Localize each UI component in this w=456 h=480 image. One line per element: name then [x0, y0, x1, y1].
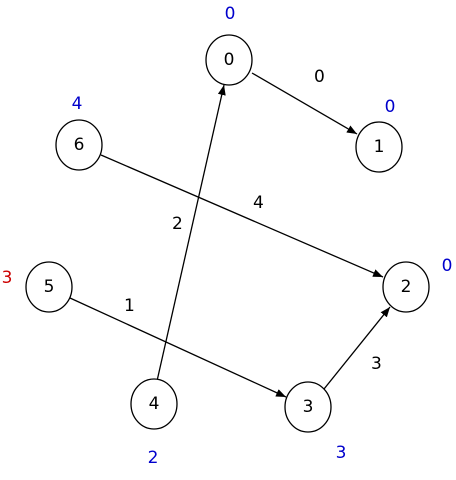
edge-weight-0-1: 0 [314, 67, 325, 87]
node-2-distance: 0 [442, 256, 453, 276]
node-3: 3 [284, 381, 332, 433]
edge-weight-4-0: 2 [172, 214, 183, 234]
node-6: 6 [55, 119, 103, 171]
node-5: 5 [25, 261, 73, 313]
nodes: 0 1 2 3 4 5 6 [25, 34, 430, 433]
node-5-circle [25, 261, 73, 313]
node-6-circle [55, 119, 103, 171]
node-0: 0 [205, 34, 253, 86]
node-3-distance: 3 [336, 443, 347, 463]
node-5-distance: 3 [2, 268, 13, 288]
node-3-circle [284, 381, 332, 433]
node-4: 4 [130, 378, 178, 430]
node-2-label: 2 [401, 277, 412, 297]
node-4-label: 4 [149, 394, 160, 414]
distance-labels: 0 0 0 3 2 3 4 [2, 4, 453, 468]
node-2: 2 [382, 261, 430, 313]
edge-3-2 [323, 306, 391, 390]
edge-weight-labels: 0 4 2 1 3 [124, 67, 382, 374]
edge-4-0 [156, 84, 226, 382]
node-0-label: 0 [224, 50, 235, 70]
node-0-distance: 0 [225, 4, 236, 24]
node-6-distance: 4 [72, 94, 83, 114]
node-6-label: 6 [74, 135, 85, 155]
edge-6-2 [100, 154, 384, 278]
edge-weight-6-2: 4 [253, 193, 264, 213]
node-2-circle [382, 261, 430, 313]
edge-weight-5-3: 1 [124, 296, 135, 316]
node-1-circle [355, 121, 403, 173]
edge-0-1 [251, 72, 358, 135]
edges [69, 72, 391, 398]
node-1: 1 [355, 121, 403, 173]
node-0-circle [205, 34, 253, 86]
node-1-label: 1 [374, 137, 385, 157]
edge-weight-3-2: 3 [371, 354, 382, 374]
edge-5-3 [69, 297, 287, 398]
node-4-distance: 2 [148, 448, 159, 468]
node-3-label: 3 [303, 397, 314, 417]
node-4-circle [130, 378, 178, 430]
node-1-distance: 0 [385, 97, 396, 117]
node-5-label: 5 [44, 277, 55, 297]
